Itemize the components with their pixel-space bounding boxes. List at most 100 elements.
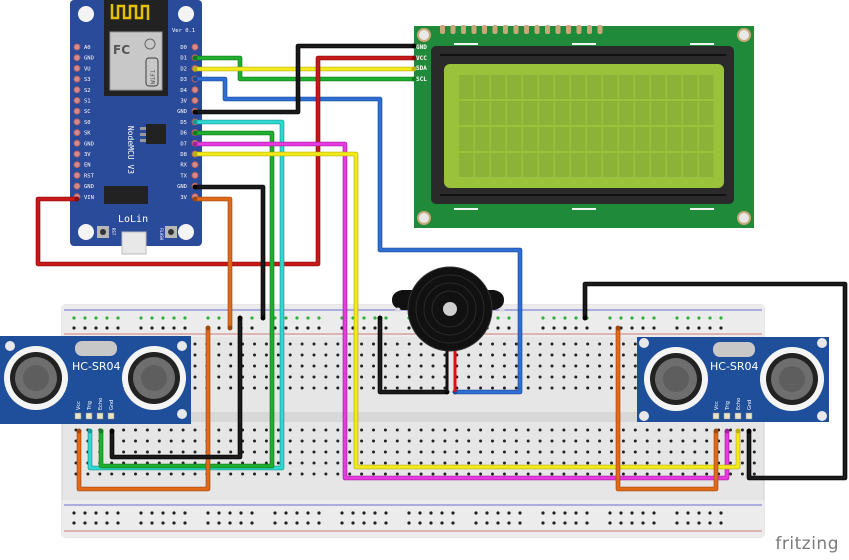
breadboard-hole <box>538 364 542 368</box>
breadboard-hole <box>574 472 578 476</box>
lcd-character-cell <box>555 127 570 151</box>
breadboard-hole <box>116 511 120 515</box>
breadboard-hole <box>336 386 340 390</box>
nodemcu-pin-gnd <box>73 54 81 62</box>
lcd-header-pin <box>576 25 582 34</box>
breadboard-hole <box>514 386 518 390</box>
breadboard-hole <box>72 316 76 320</box>
breadboard-hole <box>657 428 661 432</box>
breadboard-hole <box>264 450 268 454</box>
breadboard-hole <box>479 353 483 357</box>
wire-end <box>411 66 417 72</box>
mount-hole <box>178 224 194 240</box>
lcd-character-cell <box>507 75 522 99</box>
lcd-character-cell <box>667 101 682 125</box>
breadboard-hole <box>110 472 114 476</box>
rst-button-cap[interactable] <box>100 229 106 235</box>
lcd-character-cell <box>523 127 538 151</box>
breadboard-hole <box>217 439 221 443</box>
sensor-pin-pad <box>712 412 720 420</box>
breadboard-hole <box>317 316 321 320</box>
breadboard-hole <box>645 461 649 465</box>
lcd-character-cell <box>683 153 698 177</box>
breadboard-hole <box>228 521 232 525</box>
breadboard-hole <box>562 428 566 432</box>
breadboard-hole <box>479 450 483 454</box>
breadboard-hole <box>324 428 328 432</box>
breadboard-hole <box>300 428 304 432</box>
breadboard-hole <box>514 364 518 368</box>
breadboard-hole <box>312 461 316 465</box>
nodemcu-pin-s0 <box>73 118 81 126</box>
nodemcu-pin-label: S3 <box>84 77 91 83</box>
breadboard-hole <box>229 472 233 476</box>
breadboard-hole <box>455 472 459 476</box>
breadboard-hole <box>440 511 444 515</box>
nodemcu-pin-vu <box>73 64 81 72</box>
lcd-mount-hole <box>737 211 751 225</box>
breadboard-hole <box>372 428 375 432</box>
lcd-pin-label: SDA <box>416 65 427 72</box>
breadboard-hole <box>172 326 176 330</box>
breadboard-hole <box>276 450 280 454</box>
breadboard-hole <box>621 461 625 465</box>
breadboard-hole <box>324 353 328 357</box>
breadboard-hole <box>455 428 459 432</box>
breadboard-hole <box>407 428 411 432</box>
breadboard-hole <box>384 316 388 320</box>
breadboard-hole <box>693 428 697 432</box>
lcd-character-cell <box>491 75 506 99</box>
breadboard-hole <box>407 472 411 476</box>
breadboard-hole <box>491 386 494 390</box>
breadboard-hole <box>440 521 444 525</box>
lcd-character-cell <box>619 75 634 99</box>
breadboard-hole <box>574 342 578 346</box>
breadboard-hole <box>253 364 256 368</box>
breadboard-hole <box>574 428 578 432</box>
breadboard-hole <box>652 511 656 515</box>
breadboard-hole <box>729 439 732 443</box>
breadboard-hole <box>193 386 197 390</box>
breadboard-hole <box>324 472 328 476</box>
lcd-header-pins <box>440 25 603 34</box>
wire-end <box>735 428 741 434</box>
breadboard-hole <box>443 461 447 465</box>
breadboard-hole <box>586 375 590 379</box>
breadboard-hole <box>479 386 483 390</box>
voltage-regulator <box>146 124 166 144</box>
breadboard-hole <box>217 450 221 454</box>
breadboard-hole <box>372 364 375 368</box>
breadboard-hole <box>395 386 399 390</box>
breadboard-hole <box>253 342 256 346</box>
breadboard-hole <box>253 375 256 379</box>
breadboard-hole <box>697 316 701 320</box>
breadboard-hole <box>407 364 411 368</box>
nodemcu-pin-rx <box>191 161 199 169</box>
breadboard-hole <box>336 439 340 443</box>
breadboard-hole <box>621 472 625 476</box>
breadboard-hole <box>598 375 602 379</box>
breadboard-hole <box>562 353 566 357</box>
breadboard-hole <box>752 461 756 465</box>
breadboard-hole <box>264 439 268 443</box>
breadboard-hole <box>407 342 411 346</box>
lcd-character-cell <box>587 101 602 125</box>
lcd-module: GND VCC SDA SCL <box>414 25 754 228</box>
nodemcu-pin-label: S0 <box>84 120 91 126</box>
breadboard-hole <box>431 375 435 379</box>
breadboard-hole <box>633 364 637 368</box>
breadboard-hole <box>443 472 447 476</box>
nodemcu-pin-gnd <box>73 139 81 147</box>
breadboard-hole <box>610 439 613 443</box>
breadboard-hole <box>669 428 673 432</box>
lcd-character-cell <box>635 127 650 151</box>
flash-button-cap[interactable] <box>168 229 174 235</box>
breadboard-hole <box>276 353 280 357</box>
buzzer-ring <box>415 274 485 344</box>
breadboard-hole <box>621 450 625 454</box>
lcd-header-pin <box>587 25 592 34</box>
breadboard-hole <box>518 521 522 525</box>
breadboard-hole <box>686 511 690 515</box>
breadboard-hole <box>621 353 625 357</box>
